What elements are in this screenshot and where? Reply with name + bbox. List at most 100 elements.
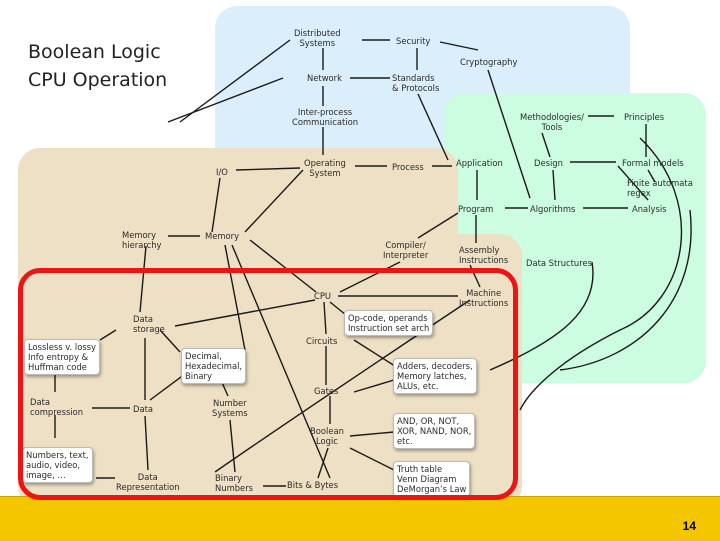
- node-text-line: Principles: [624, 112, 665, 122]
- node-analysis: Analysis: [632, 204, 667, 214]
- node-text-line: Numbers, text,: [26, 450, 89, 460]
- node-text-line: Cryptography: [460, 57, 518, 67]
- node-text-line: Instructions: [459, 255, 509, 265]
- edge: [519, 137, 683, 411]
- node-text-line: Info entropy &: [28, 352, 89, 362]
- node-text-line: & Protocols: [392, 83, 440, 93]
- node-algorithms: Algorithms: [530, 204, 575, 214]
- node-text-line: hierarchy: [122, 240, 162, 250]
- node-text-line: compression: [30, 407, 84, 417]
- node-compiler-interpreter: Compiler/Interpreter: [383, 240, 428, 260]
- node-adders-decoders: Adders, decoders,Memory latches,ALUs, et…: [393, 358, 477, 394]
- edge: [317, 447, 329, 479]
- node-text-line: Data: [133, 404, 153, 414]
- node-methodologies-tools: Methodologies/Tools: [520, 112, 584, 132]
- edge: [159, 329, 181, 353]
- node-cpu: CPU: [314, 291, 331, 301]
- edge: [149, 373, 186, 401]
- edge: [323, 301, 327, 335]
- node-text-line: Data: [30, 397, 50, 407]
- edge: [487, 69, 531, 199]
- node-text-line: Standards: [392, 73, 435, 83]
- edge: [224, 244, 246, 351]
- node-text-line: Numbers: [215, 483, 254, 493]
- edge: [353, 379, 395, 393]
- node-text-line: Representation: [116, 482, 180, 492]
- node-text-line: Binary: [185, 371, 212, 381]
- node-and-or-not: AND, OR, NOT,XOR, NAND, NOR,etc.: [393, 413, 476, 449]
- node-text-line: Systems: [212, 408, 248, 418]
- node-text-line: Methodologies/: [520, 112, 584, 122]
- node-text-line: etc.: [397, 436, 413, 446]
- node-text-line: Instructions: [459, 298, 509, 308]
- node-text-line: Gates: [314, 386, 339, 396]
- node-application: Application: [456, 158, 503, 168]
- edge: [617, 165, 649, 201]
- title-line-2: CPU Operation: [28, 69, 168, 91]
- node-text-line: System: [309, 168, 341, 178]
- edge: [552, 169, 556, 201]
- node-numbers-text-media: Numbers, text,audio, video,image, …: [22, 447, 93, 483]
- node-text-line: Data: [137, 472, 158, 482]
- node-text-line: Venn Diagram: [397, 474, 457, 484]
- edge: [231, 244, 331, 479]
- edge: [541, 132, 551, 158]
- edge: [439, 41, 479, 51]
- edge: [99, 329, 117, 341]
- node-text-line: Hexadecimal,: [185, 361, 243, 371]
- node-text-line: Boolean: [310, 426, 344, 436]
- node-text-line: Application: [456, 158, 503, 168]
- node-text-line: Design: [534, 158, 563, 168]
- node-text-line: Inter-process: [297, 107, 353, 117]
- edge: [339, 261, 401, 293]
- node-text-line: CPU: [314, 291, 332, 301]
- node-security: Security: [396, 36, 430, 46]
- node-text-line: Assembly: [459, 245, 500, 255]
- edge: [179, 39, 291, 123]
- node-text-line: Op-code, operands: [348, 313, 428, 323]
- node-text-line: image, …: [26, 470, 66, 480]
- node-text-line: DeMorgan’s Law: [397, 484, 467, 494]
- edge: [249, 239, 317, 293]
- node-program: Program: [458, 204, 493, 214]
- node-text-line: regex: [627, 188, 651, 198]
- node-cryptography: Cryptography: [460, 57, 517, 67]
- edge: [144, 415, 149, 471]
- node-text-line: XOR, NAND, NOR,: [397, 426, 472, 436]
- edge: [349, 447, 395, 471]
- edge: [139, 245, 147, 313]
- node-standards-protocols: Standards& Protocols: [392, 73, 439, 93]
- edge: [417, 93, 449, 161]
- edge: [353, 339, 399, 369]
- node-network: Network: [307, 73, 342, 83]
- edge: [417, 212, 459, 239]
- node-text-line: Instruction set arch: [348, 323, 430, 333]
- node-bits-bytes: Bits & Bytes: [287, 480, 338, 490]
- node-text-line: Data Structures: [526, 258, 592, 268]
- title-line-1: Boolean Logic: [28, 41, 161, 63]
- node-text-line: Adders, decoders,: [397, 361, 473, 371]
- node-memory: Memory: [205, 231, 239, 241]
- edge: [349, 431, 395, 437]
- node-gates: Gates: [314, 386, 338, 396]
- node-process: Process: [392, 162, 424, 172]
- node-text-line: Memory: [122, 230, 157, 240]
- node-text-line: audio, video,: [26, 460, 81, 470]
- node-text-line: Interpreter: [383, 250, 429, 260]
- node-text-line: Program: [458, 204, 494, 214]
- node-text-line: Communication: [292, 117, 359, 127]
- node-text-line: Distributed: [294, 28, 341, 38]
- node-text-line: Logic: [316, 436, 338, 446]
